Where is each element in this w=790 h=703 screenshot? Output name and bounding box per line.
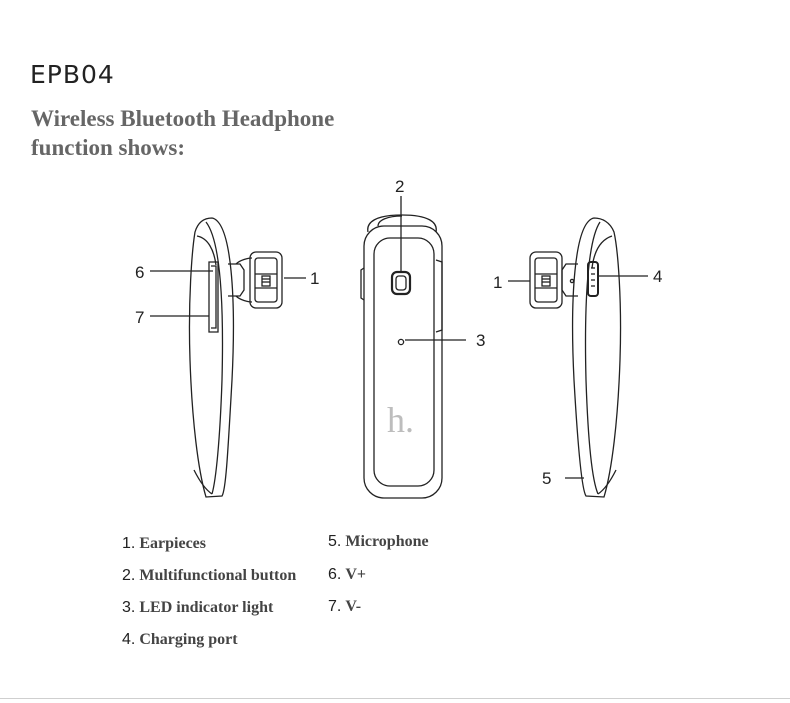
legend-item-7: 7.V- [328,598,362,615]
left-earpiece [249,251,283,309]
front-view [360,196,466,499]
heading-line-2: function shows: [31,135,186,160]
right-earpiece [529,251,563,309]
callout-7: 7 [135,308,144,327]
callout-3: 3 [476,331,485,350]
legend-item-5: 5.Microphone [328,533,429,550]
callout-6: 6 [135,263,144,282]
charging-port [587,261,599,297]
led-indicator [397,338,405,346]
callout-1-right: 1 [493,273,502,292]
left-side-view [150,217,306,498]
multifunction-button [390,270,412,296]
legend-item-4: 4.Charging port [122,631,238,648]
diagram-heading: Wireless Bluetooth Headphone function sh… [31,104,334,162]
callout-2: 2 [395,177,404,196]
model-number: EPB04 [30,60,115,89]
callout-1-left: 1 [310,269,319,288]
bottom-divider [0,698,790,699]
front-body [363,225,443,499]
heading-line-1: Wireless Bluetooth Headphone [31,106,335,131]
legend-item-1: 1.Earpieces [122,535,206,552]
right-side-view [508,217,648,498]
legend-item-3: 3.LED indicator light [122,599,274,616]
callout-5: 5 [542,469,551,488]
legend-item-2: 2.Multifunctional button [122,567,297,584]
callout-4: 4 [653,267,662,286]
volume-buttons [208,261,219,333]
hoco-logo: h. [387,400,414,440]
legend-item-6: 6.V+ [328,566,367,583]
